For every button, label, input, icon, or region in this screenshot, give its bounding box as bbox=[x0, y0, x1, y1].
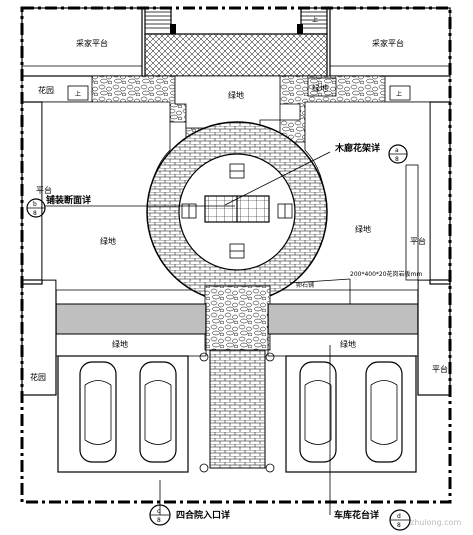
top-left-stair bbox=[144, 7, 176, 36]
planter-band-right bbox=[267, 303, 419, 335]
terrace-left-label: 平台 bbox=[36, 185, 52, 195]
svg-text:a: a bbox=[395, 147, 399, 154]
svg-text:8: 8 bbox=[157, 517, 161, 524]
right-terrace-strip bbox=[405, 164, 419, 281]
bollards bbox=[199, 352, 275, 473]
svg-text:c: c bbox=[157, 508, 160, 515]
svg-text:d: d bbox=[397, 513, 401, 520]
top-left-terrace-label: 采家平台 bbox=[76, 38, 108, 48]
garage-planter-detail-label: 车库花台详 bbox=[334, 509, 379, 521]
stair-up-label-mid-left: 上 bbox=[75, 90, 81, 98]
wood-pergola-detail-label: 木廊花架详 bbox=[334, 142, 380, 154]
entrance-crosshatch-block bbox=[144, 33, 328, 77]
car-left-2 bbox=[139, 361, 177, 463]
svg-text:b: b bbox=[33, 201, 37, 208]
cobble-path-lower bbox=[204, 285, 271, 351]
entrance-brick-path bbox=[209, 349, 266, 469]
car-right-1 bbox=[299, 361, 337, 463]
car-left-1 bbox=[79, 361, 117, 463]
upper-right-green-label: 绿地 bbox=[312, 83, 328, 93]
top-right-stair: 上 bbox=[297, 7, 328, 36]
right-lower-building bbox=[417, 279, 451, 396]
planter-band-left bbox=[55, 303, 207, 335]
paving-section-detail-label: 铺装断面详 bbox=[46, 194, 91, 206]
callout-c: c 8 bbox=[149, 504, 171, 526]
green-left-low-label: 绿地 bbox=[112, 339, 128, 349]
right-step-box bbox=[389, 85, 411, 101]
right-side-wall bbox=[429, 101, 451, 285]
green-left-low-area bbox=[55, 333, 207, 357]
green-right-low-label: 绿地 bbox=[340, 339, 356, 349]
top-green-label: 绿地 bbox=[228, 90, 244, 100]
paver-tile-right bbox=[277, 203, 293, 219]
terrace-low-right-label: 平台 bbox=[432, 364, 448, 374]
small-note-label: 卵石铺 bbox=[296, 281, 314, 289]
stair-up-label-mid-right: 上 bbox=[396, 90, 402, 98]
flower-bed-low-left-label: 花园 bbox=[30, 372, 46, 382]
callout-a: a 8 bbox=[388, 144, 408, 164]
courtyard-entrance-detail-label: 四合院入口详 bbox=[176, 509, 230, 521]
paver-tile-bottom bbox=[229, 243, 245, 259]
paver-tile-top bbox=[229, 163, 245, 179]
svg-text:8: 8 bbox=[395, 156, 399, 163]
garage-right bbox=[285, 355, 417, 473]
car-right-2 bbox=[365, 361, 403, 463]
left-step-box bbox=[67, 85, 89, 101]
upper-right-green-box bbox=[307, 77, 337, 97]
green-right-mid-label: 绿地 bbox=[355, 224, 371, 234]
spec-note-label: 200*400*20花岗岩板mm bbox=[350, 270, 422, 278]
garage-left bbox=[57, 355, 189, 473]
watermark: zhulong.com bbox=[410, 518, 461, 527]
top-right-terrace-label: 采家平台 bbox=[372, 38, 404, 48]
stair-up-label-top-right: 上 bbox=[312, 16, 318, 24]
svg-text:8: 8 bbox=[33, 210, 37, 217]
callout-d: d 8 bbox=[389, 509, 411, 531]
flower-bed-left-label: 花园 bbox=[38, 85, 54, 95]
callout-b: b 8 bbox=[26, 198, 46, 218]
svg-text:8: 8 bbox=[397, 522, 401, 529]
green-left-mid-label: 绿地 bbox=[100, 236, 116, 246]
